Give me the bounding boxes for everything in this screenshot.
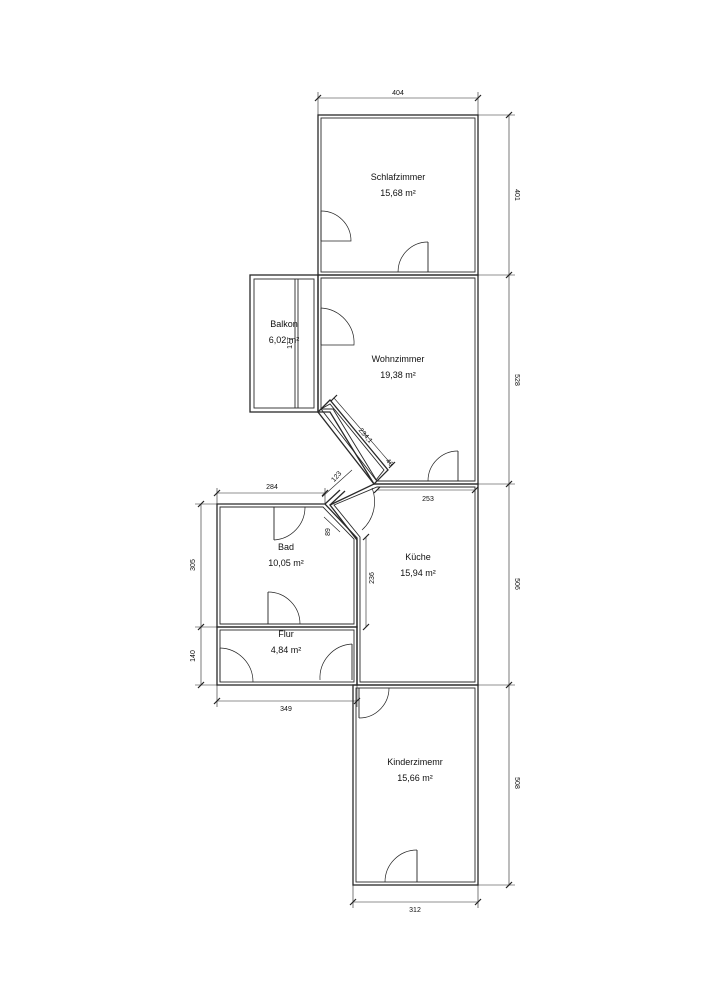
dim-bad-inner-height: 236: [369, 572, 376, 584]
room-name-bad: Bad: [278, 542, 294, 552]
dim-top-width: 404: [392, 90, 404, 97]
room-area-balkon: 6,02 m²: [269, 335, 300, 345]
dim-flur-height: 140: [190, 650, 197, 662]
dim-bad-height: 305: [190, 559, 197, 571]
dim-flur-width: 349: [280, 706, 292, 713]
diagonal-hall-outline: [317, 399, 389, 485]
dim-bottom-width: 312: [409, 907, 421, 914]
room-name-balkon: Balkon: [270, 319, 298, 329]
door-flur-left: [219, 647, 254, 683]
flur-outline: [216, 626, 358, 686]
room-area-bad: 10,05 m²: [268, 558, 304, 568]
door-flur-right: [319, 643, 353, 681]
door-wohnzimmer-bottom: [427, 450, 459, 482]
dim-kinderzimmer-height: 508: [513, 777, 520, 789]
dim-diagonal-small-b: 123: [330, 470, 343, 483]
dim-wohnzimmer-height: 528: [513, 374, 520, 386]
door-schlafzimmer-bottom: [397, 241, 429, 273]
balkon-outline: [249, 274, 319, 413]
door-kinderzimmer-top: [358, 687, 390, 719]
dimension-labels: 404 401 528 506 508 312 284 305 140 349 …: [190, 90, 520, 914]
door-schlafzimmer-left: [320, 210, 352, 242]
dim-schlafzimmer-height: 401: [513, 189, 520, 201]
door-wohnzimmer-left: [320, 307, 355, 346]
dimension-lines: [195, 92, 515, 908]
room-name-schlafzimmer: Schlafzimmer: [371, 172, 426, 182]
bad-outline: [216, 503, 358, 628]
room-area-wohnzimmer: 19,38 m²: [380, 370, 416, 380]
doors: [219, 210, 459, 883]
walls: [216, 114, 479, 886]
door-kueche: [361, 487, 375, 531]
room-area-kueche: 15,94 m²: [400, 568, 436, 578]
door-bad-bottom: [267, 591, 301, 625]
room-name-kinderzimmer: Kinderzimemr: [387, 757, 443, 767]
kinderzimmer-outline: [352, 684, 479, 886]
room-name-wohnzimmer: Wohnzimmer: [372, 354, 425, 364]
dim-diagonal-small-a: 40: [384, 458, 394, 469]
dim-bad-width: 284: [266, 484, 278, 491]
dim-kueche-height: 506: [513, 578, 520, 590]
dim-wohn-inner-width: 253: [422, 496, 434, 503]
dim-diagonal-small-c: 89: [325, 528, 332, 536]
room-area-schlafzimmer: 15,68 m²: [380, 188, 416, 198]
room-name-flur: Flur: [278, 629, 294, 639]
dim-balkon-inner: 177: [287, 337, 294, 349]
door-kinderzimmer-bottom: [384, 849, 418, 883]
room-name-kueche: Küche: [405, 552, 431, 562]
room-area-flur: 4,84 m²: [271, 645, 302, 655]
door-bad-top: [273, 506, 306, 541]
room-labels: Schlafzimmer 15,68 m² Balkon 6,02 m² Woh…: [268, 172, 443, 783]
room-area-kinderzimmer: 15,66 m²: [397, 773, 433, 783]
